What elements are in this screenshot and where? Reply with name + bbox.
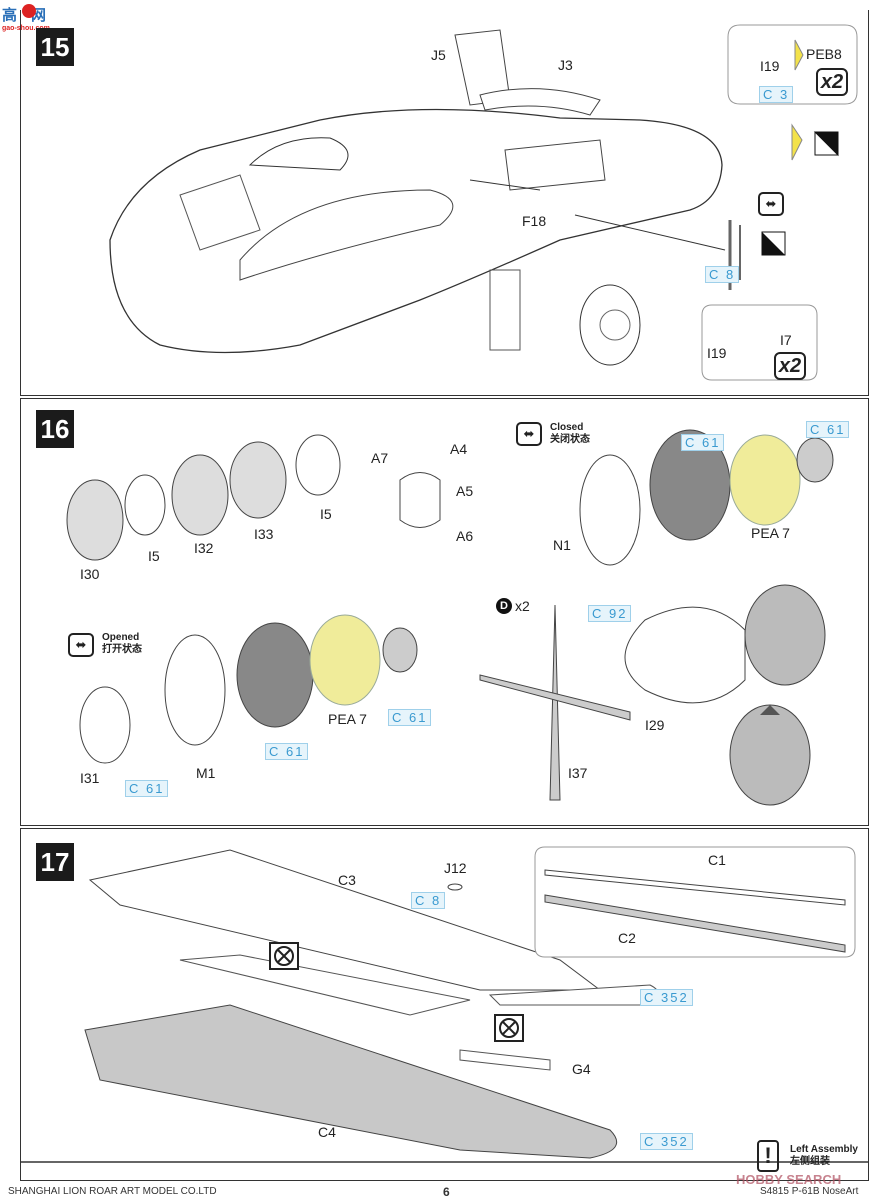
part-label: I33 bbox=[254, 526, 274, 542]
part-label: I29 bbox=[645, 717, 665, 733]
part-label: PEA 7 bbox=[751, 525, 790, 541]
part-label: I7 bbox=[780, 332, 792, 348]
part-label: I31 bbox=[80, 770, 100, 786]
footer-product-code: S4815 P-61B NoseArt bbox=[760, 1186, 859, 1197]
part-label: C2 bbox=[618, 930, 636, 946]
step-number: 15 bbox=[36, 28, 74, 66]
color-callout: C 352 bbox=[640, 1133, 693, 1150]
part-label: I32 bbox=[194, 540, 214, 556]
part-label: A6 bbox=[456, 528, 474, 544]
part-label: C3 bbox=[338, 872, 356, 888]
footer-company: SHANGHAI LION ROAR ART MODEL CO.LTD bbox=[8, 1186, 217, 1197]
step-15-panel bbox=[20, 10, 869, 396]
part-label: J5 bbox=[431, 47, 446, 63]
color-callout: C 61 bbox=[125, 780, 169, 797]
open-close-icon: ⬌ bbox=[758, 192, 784, 216]
color-callout: C 61 bbox=[806, 421, 850, 438]
quantity-badge: x2 bbox=[774, 352, 806, 380]
open-close-icon: ⬌ bbox=[68, 633, 94, 657]
part-label: M1 bbox=[196, 765, 216, 781]
color-callout: C 61 bbox=[265, 743, 309, 760]
part-label: A7 bbox=[371, 450, 389, 466]
part-label: N1 bbox=[553, 537, 571, 553]
part-label: J3 bbox=[558, 57, 573, 73]
fuselage-nose-drawing bbox=[109, 24, 858, 381]
color-callout: C 8 bbox=[705, 266, 740, 283]
part-label: A5 bbox=[456, 483, 474, 499]
part-label: A4 bbox=[450, 441, 468, 457]
site-logo: 高网 gao-shou.com bbox=[2, 4, 72, 34]
watermark: HOBBY SEARCH bbox=[736, 1172, 842, 1187]
warning-icon: ! bbox=[757, 1140, 779, 1172]
part-label: I37 bbox=[568, 765, 588, 781]
part-label: I5 bbox=[148, 548, 160, 564]
part-label: PEA 7 bbox=[328, 711, 367, 727]
quantity-label: x2 bbox=[515, 598, 530, 614]
footer-page-number: 6 bbox=[443, 1185, 450, 1199]
color-callout: C 3 bbox=[759, 86, 794, 103]
part-label: C1 bbox=[708, 852, 726, 868]
color-callout: C 61 bbox=[681, 434, 725, 451]
color-callout: C 92 bbox=[588, 605, 632, 622]
part-label: G4 bbox=[572, 1061, 591, 1077]
part-label: F18 bbox=[522, 213, 547, 229]
color-callout: C 8 bbox=[411, 892, 446, 909]
color-callout: C 61 bbox=[388, 709, 432, 726]
part-label: I5 bbox=[320, 506, 332, 522]
engine-assembly-drawing bbox=[66, 429, 834, 806]
part-label: J12 bbox=[444, 860, 467, 876]
open-close-icon: ⬌ bbox=[516, 422, 542, 446]
part-label: I19 bbox=[760, 58, 780, 74]
color-callout: C 352 bbox=[640, 989, 693, 1006]
step-number: 16 bbox=[36, 410, 74, 448]
part-label: I30 bbox=[80, 566, 100, 582]
step-number: 17 bbox=[36, 843, 74, 881]
decal-badge: D bbox=[496, 598, 512, 614]
part-label: C4 bbox=[318, 1124, 336, 1140]
quantity-badge: x2 bbox=[816, 68, 848, 96]
step-17-panel bbox=[20, 828, 869, 1181]
part-label: I19 bbox=[707, 345, 727, 361]
step-16-panel bbox=[20, 398, 869, 826]
part-label: PEB8 bbox=[806, 46, 842, 62]
